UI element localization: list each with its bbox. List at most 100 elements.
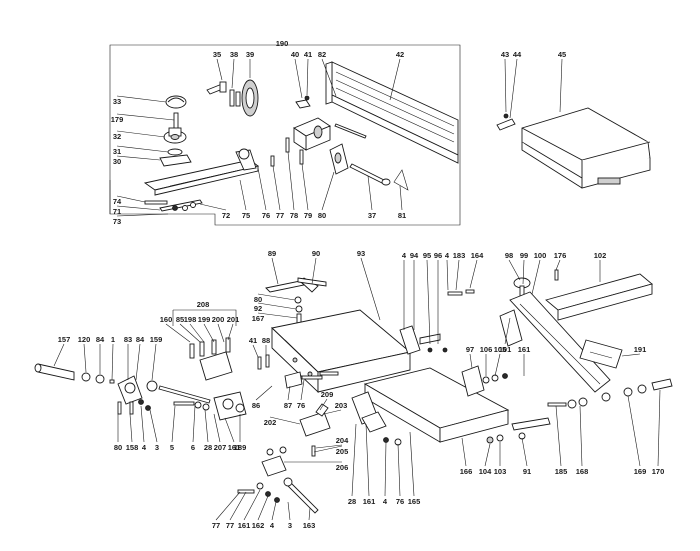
leader-line-lower-62 [397,443,401,497]
part-group-206 [261,446,287,477]
leader-line-lower-24 [227,323,234,341]
leader-line-lower-31 [151,343,157,381]
callout-label-lower-23: 200 [212,315,225,324]
leader-line-lower-54 [319,398,328,411]
leader-line-lower-25 [53,343,65,367]
callout-label-lower-52: 76 [297,401,305,410]
callout-label-lower-29: 83 [124,335,132,344]
callout-label-upper-0: 190 [276,39,289,48]
callout-label-lower-50: 86 [252,401,260,410]
callout-label-lower-39: 191 [634,345,647,354]
callout-label-lower-13: 176 [554,251,567,260]
leader-line-upper-10 [559,58,563,113]
leader-line-lower-19 [165,323,191,343]
callout-label-lower-59: 28 [348,497,356,506]
callout-label-upper-27: 81 [398,211,406,220]
callout-label-lower-61: 4 [383,497,388,506]
leader-line-lower-67 [521,437,528,467]
leader-line-lower-59 [351,423,357,497]
part-washer-stack [294,296,303,325]
callout-label-upper-11: 33 [113,97,121,106]
part-bracket-97 [461,365,508,397]
leader-line-lower-75 [257,495,269,521]
part-clamp-plate [159,154,192,167]
leader-line-lower-45 [192,405,196,443]
callout-label-lower-37: 101 [499,345,512,354]
callout-label-lower-18: 208 [197,300,210,309]
leader-line-upper-4 [294,58,303,99]
leader-line-lower-43 [149,409,158,443]
callout-label-lower-48: 161 [228,443,241,452]
part-handle-157 [34,363,75,381]
callout-label-lower-10: 98 [505,251,513,260]
callout-label-upper-19: 72 [222,211,230,220]
callout-label-lower-27: 84 [96,335,105,344]
leader-line-upper-24 [301,163,309,211]
callout-label-lower-46: 28 [204,443,212,452]
part-screws-lower-left [173,401,210,411]
callout-label-lower-11: 99 [520,251,528,260]
leader-line-lower-5 [426,259,431,345]
leader-line-lower-68 [555,405,562,467]
leader-line-lower-74 [243,489,261,521]
callout-label-lower-51: 87 [284,401,292,410]
part-screws-41-88 [257,354,339,389]
leader-line-lower-50 [255,385,273,401]
callout-label-lower-9: 164 [471,251,484,260]
callout-label-upper-18: 73 [113,217,121,226]
part-hold-down-lever [265,277,327,293]
leader-line-lower-12 [531,259,541,295]
callout-label-lower-12: 100 [534,251,547,260]
leader-line-lower-11 [522,259,525,285]
callout-label-lower-7: 4 [445,251,450,260]
callout-label-upper-24: 79 [304,211,312,220]
callout-label-lower-24: 201 [227,315,240,324]
part-bracket-202 [299,403,331,437]
leader-line-lower-13 [555,259,561,271]
callout-label-lower-54: 209 [321,390,334,399]
callout-label-lower-20: 85 [176,315,184,324]
part-small-hardware-bottom [237,482,280,503]
part-pin-176 [554,269,559,281]
leader-line-lower-69 [579,405,583,467]
callout-label-lower-56: 204 [336,436,349,445]
leader-line-lower-61 [384,441,387,497]
part-plate-191 [579,339,623,369]
callout-label-upper-15: 30 [113,157,121,166]
leader-line-upper-5 [306,58,309,96]
leader-line-lower-63 [409,431,415,497]
callout-label-lower-34: 97 [466,345,474,354]
leader-line-lower-44 [171,405,176,443]
leader-line-lower-72 [215,491,241,521]
leader-line-lower-21 [189,323,205,343]
leader-line-lower-71 [657,389,661,467]
callout-label-lower-66: 103 [494,467,507,476]
part-screws-183 [447,289,475,296]
leader-line-upper-25 [321,171,335,211]
leader-line-lower-64 [461,437,467,467]
leader-line-upper-6 [321,58,337,97]
leader-line-lower-78 [308,507,311,521]
callout-label-upper-8: 43 [501,50,509,59]
callout-label-lower-69: 168 [576,467,589,476]
part-lock-lever [511,417,551,440]
callout-label-lower-58: 206 [336,463,349,472]
callout-label-lower-19: 160 [160,315,173,324]
leader-line-lower-15 [257,293,296,301]
callout-label-lower-64: 166 [460,467,473,476]
leader-line-lower-52 [300,379,305,401]
callout-label-lower-40: 80 [114,443,122,452]
part-group-208 [172,309,237,381]
callout-label-lower-49: 189 [234,443,247,452]
callout-label-lower-38: 161 [518,345,531,354]
leader-line-lower-0 [271,257,279,285]
part-hinge-bracket [399,325,448,355]
callout-label-lower-36: 105 [494,345,507,354]
callout-label-upper-2: 38 [230,50,238,59]
callout-label-lower-74: 161 [238,521,251,530]
leader-line-lower-51 [287,385,291,401]
leader-line-lower-1 [311,257,317,285]
leader-line-upper-7 [389,58,401,101]
group-190-frame [109,44,461,226]
